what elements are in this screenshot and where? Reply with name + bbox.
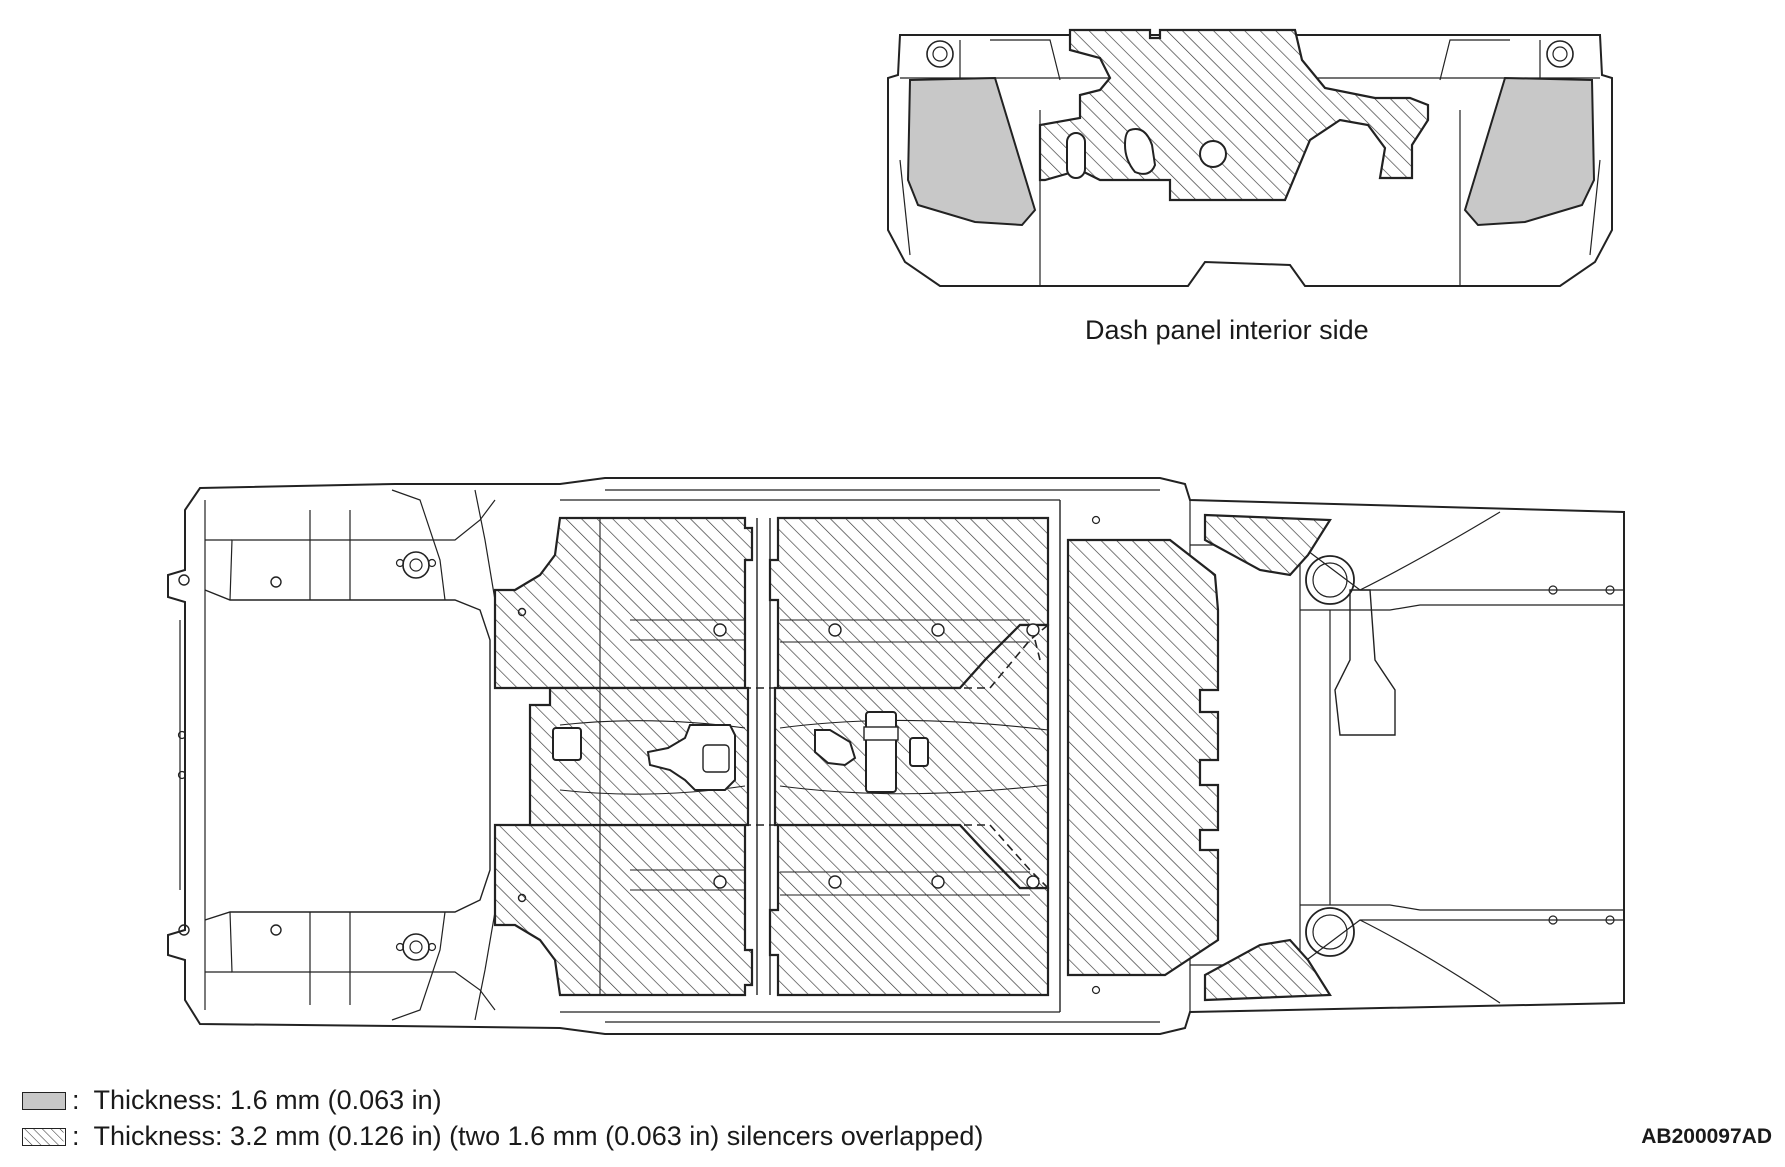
silencer-front-left-upper [493, 516, 754, 690]
dash-cutout-slot [1066, 132, 1086, 179]
legend-label-thin: Thickness: 1.6 mm (0.063 in) [93, 1085, 442, 1115]
legend-item-thin: : Thickness: 1.6 mm (0.063 in) [22, 1085, 442, 1116]
cutout-tall-rect [865, 711, 897, 793]
legend-separator: : [72, 1121, 80, 1151]
floor-outline [167, 477, 1625, 1035]
dash-panel-outline [887, 34, 1613, 287]
legend-separator: : [72, 1085, 80, 1115]
dash-silencer-center-double [1038, 28, 1430, 202]
dash-panel [887, 34, 1613, 287]
cutout-teardrop-right [814, 729, 857, 767]
overlap-boundary [548, 624, 1049, 889]
tunnel-cutouts [552, 711, 929, 793]
dash-silencer-right-thin [1463, 76, 1596, 227]
dash-mount-hole-right [1546, 40, 1574, 68]
silencer-rear-wheelhouse-left [1203, 513, 1332, 577]
silencer-rear-wheelhouse-right [1203, 938, 1332, 1002]
dash-cutout-round [1199, 140, 1227, 168]
cutout-key-shape [646, 724, 736, 791]
legend-label-double: Thickness: 3.2 mm (0.126 in) (two 1.6 mm… [93, 1121, 984, 1151]
floor-body [167, 477, 1625, 1035]
floor-details [517, 518, 1049, 995]
dash-silencer-left-thin [906, 76, 1037, 227]
silencer-rear-seat-pan [1066, 538, 1220, 977]
rear-tower-left [1305, 555, 1355, 605]
cutout-small-rect [909, 737, 929, 767]
legend-swatch-solid-gray [22, 1091, 66, 1110]
rear-tower-right [1305, 907, 1355, 957]
cutout-square-left [552, 727, 582, 761]
dash-mount-hole-left [926, 40, 954, 68]
dash-cutout-teardrop [1123, 128, 1157, 175]
dash-center-cutouts [1066, 128, 1227, 179]
figure-code: AB200097AD [1641, 1125, 1772, 1148]
legend-item-double: : Thickness: 3.2 mm (0.126 in) (two 1.6 … [22, 1121, 983, 1152]
dash-panel-caption: Dash panel interior side [1085, 315, 1369, 345]
silencer-front-left-lower [493, 823, 754, 997]
legend-swatch-hatch [22, 1127, 66, 1146]
